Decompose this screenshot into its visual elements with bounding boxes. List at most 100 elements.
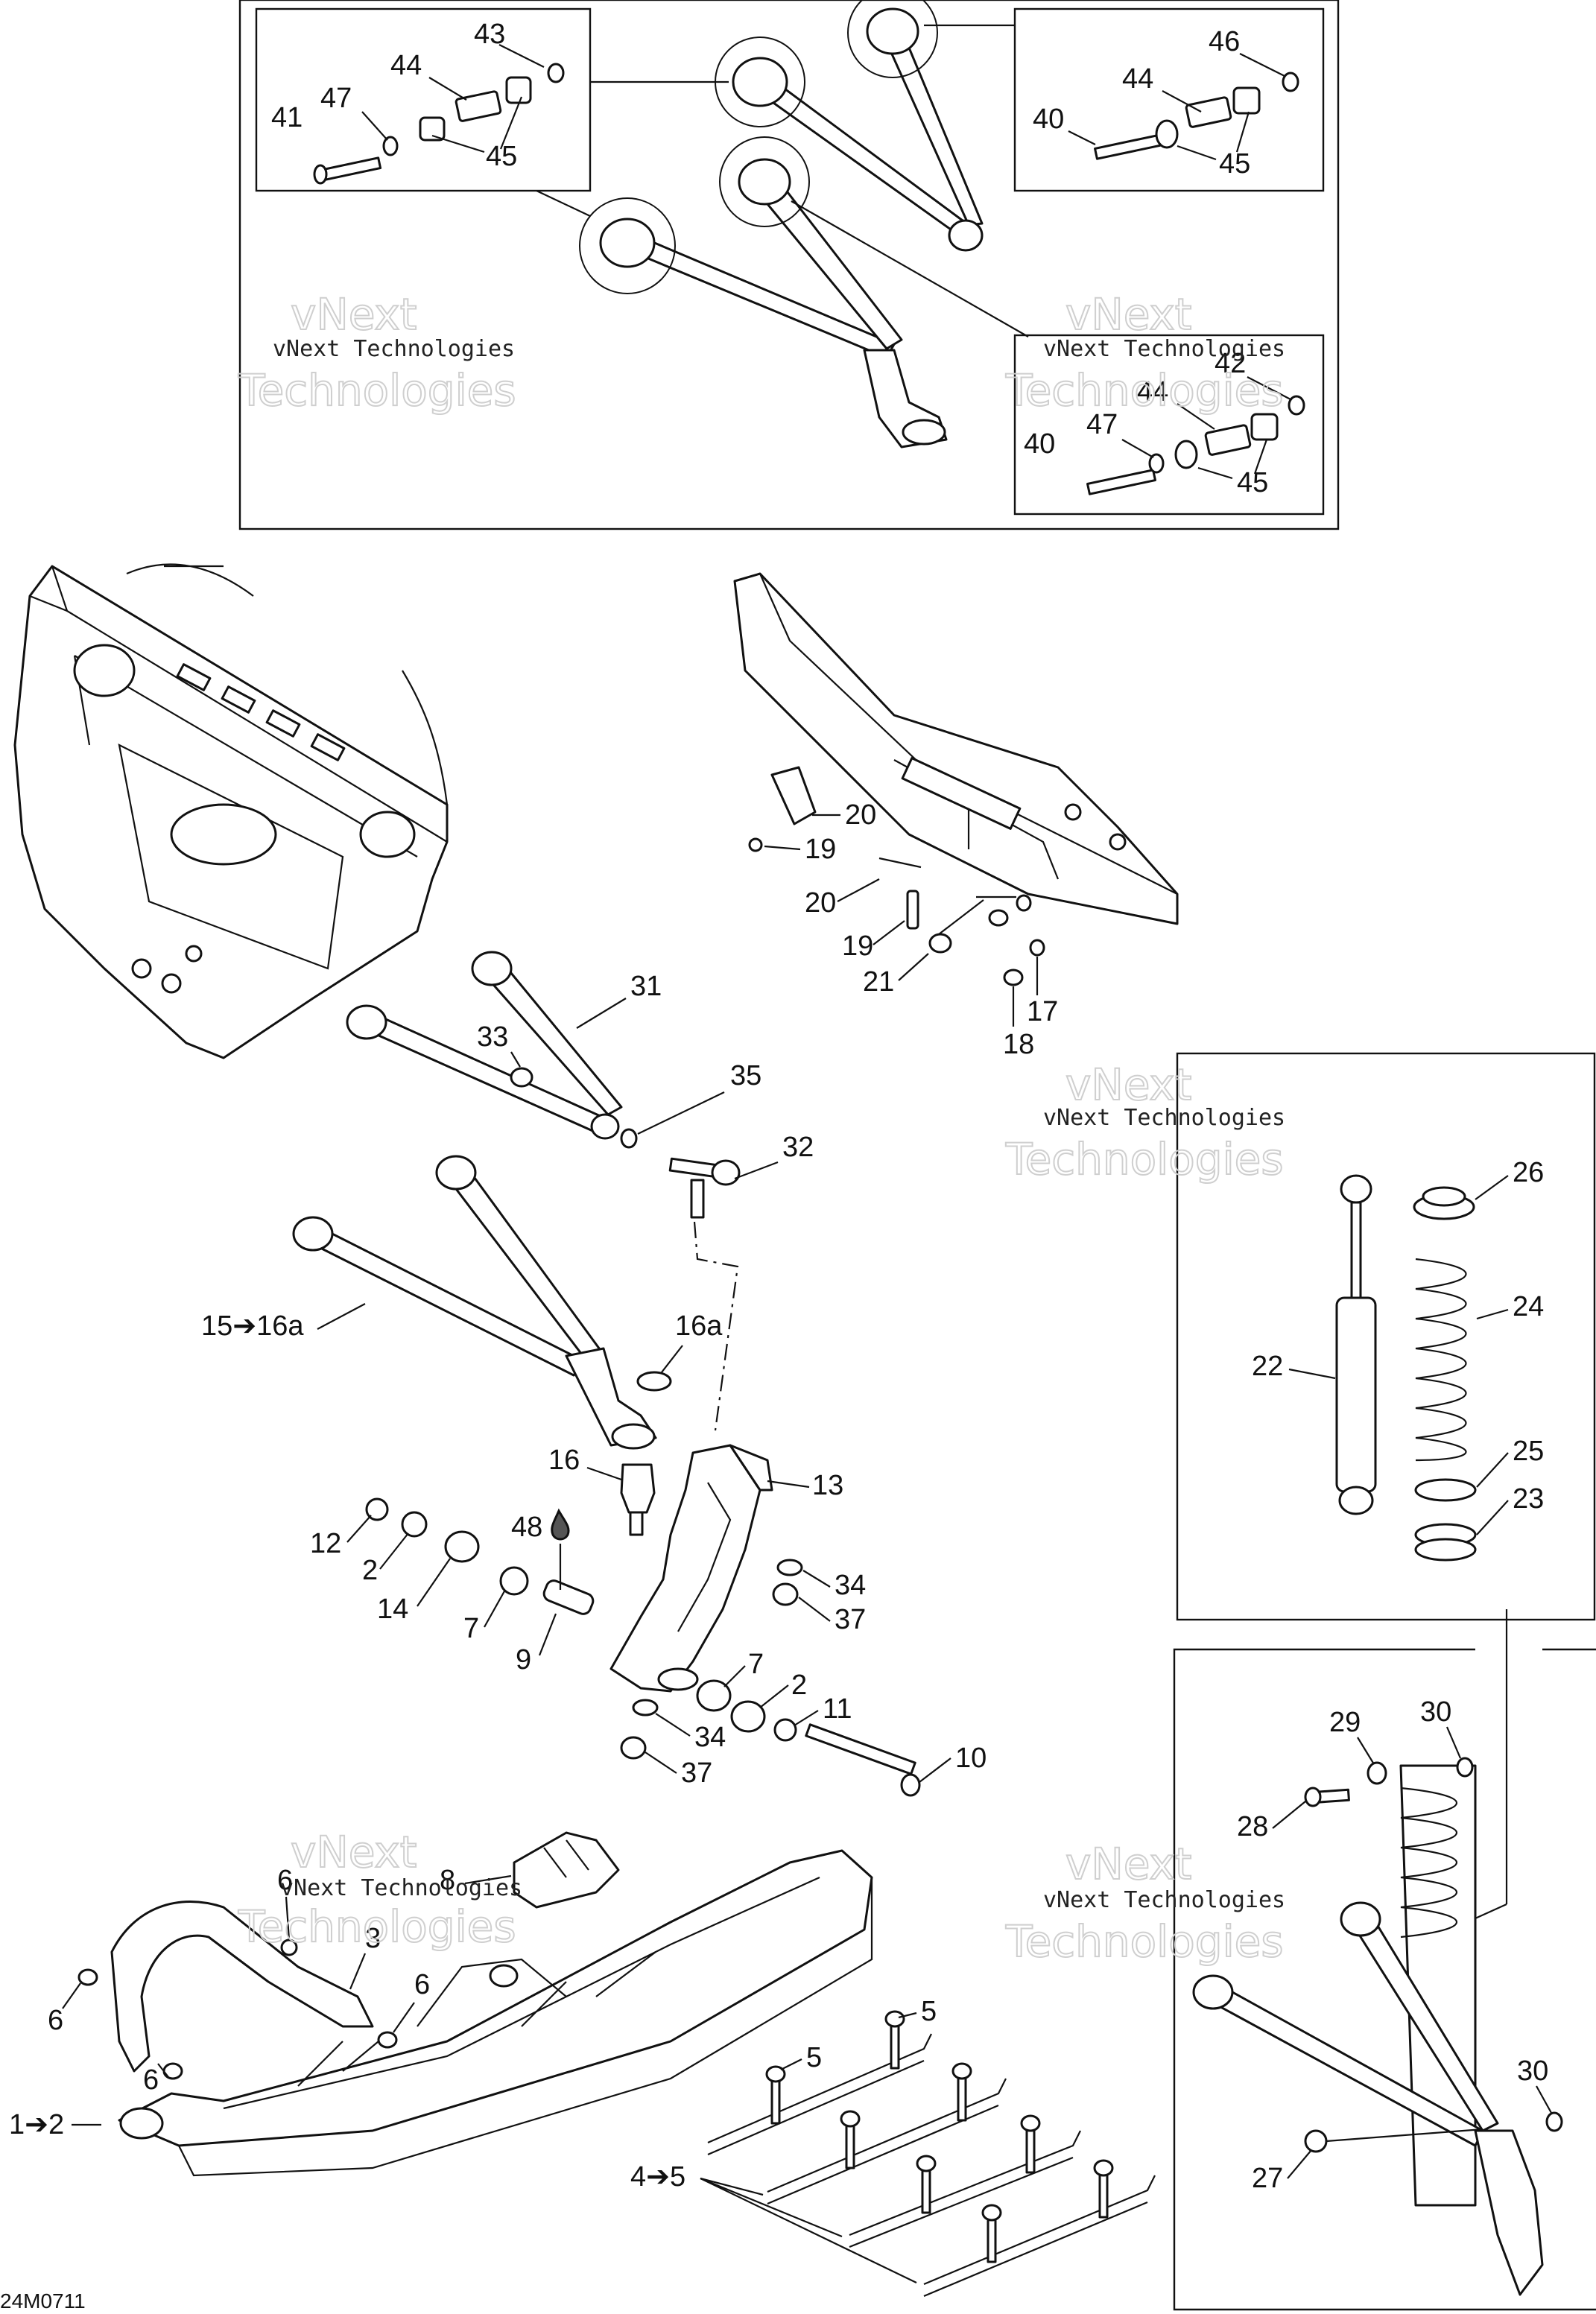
upper-a-arm-31 bbox=[346, 951, 623, 1140]
callout-44a: 44 bbox=[390, 50, 422, 81]
svg-text:Technologies: Technologies bbox=[238, 365, 516, 416]
callout-29: 29 bbox=[1329, 1707, 1361, 1738]
sleeve-44c bbox=[1204, 424, 1252, 456]
runner-5c bbox=[849, 2114, 1081, 2248]
nut-30a bbox=[1456, 1757, 1474, 1778]
callout-10: 10 bbox=[955, 1743, 987, 1774]
callout-34a: 34 bbox=[835, 1570, 866, 1601]
svg-text:Technologies: Technologies bbox=[1005, 1916, 1284, 1967]
bushing-14 bbox=[444, 1530, 480, 1563]
callout-16a: 16a bbox=[675, 1310, 723, 1342]
svg-text:vNext Technologies: vNext Technologies bbox=[1043, 1887, 1285, 1913]
nut-37a bbox=[772, 1582, 799, 1606]
bolt-28 bbox=[1304, 1787, 1350, 1807]
runner-5a bbox=[707, 2010, 932, 2156]
callout-6d: 6 bbox=[143, 2064, 159, 2096]
callout-47b: 47 bbox=[1086, 409, 1118, 440]
callout-16: 16 bbox=[548, 1445, 580, 1476]
spring-seat-26 bbox=[1413, 1186, 1475, 1220]
callout-27: 27 bbox=[1252, 2163, 1283, 2194]
callout-46: 46 bbox=[1209, 26, 1240, 57]
bushing-7a bbox=[499, 1566, 529, 1596]
front-frame-bracket bbox=[733, 572, 1179, 925]
washer-34a bbox=[776, 1559, 803, 1576]
washer-17 bbox=[1029, 939, 1045, 957]
callout-44c: 44 bbox=[1137, 376, 1168, 408]
shock-absorber-22 bbox=[1335, 1174, 1377, 1515]
callout-22: 22 bbox=[1252, 1351, 1283, 1382]
nut-33 bbox=[510, 1067, 533, 1088]
callout-7a: 7 bbox=[463, 1613, 479, 1644]
svg-text:vNext: vNext bbox=[1065, 1059, 1191, 1110]
svg-text:vNext Technologies: vNext Technologies bbox=[1043, 336, 1285, 362]
callout-42: 42 bbox=[1215, 348, 1246, 379]
bolt-27 bbox=[1304, 2129, 1328, 2153]
svg-text:Technologies: Technologies bbox=[1005, 1134, 1284, 1185]
bushing-45d bbox=[1250, 413, 1279, 441]
nut-21 bbox=[928, 933, 952, 954]
svg-text:vNext: vNext bbox=[1065, 289, 1191, 340]
washer-11 bbox=[773, 1718, 797, 1742]
washer-47a bbox=[382, 136, 399, 156]
installed-a-arm bbox=[1192, 1901, 1544, 2296]
callout-41: 41 bbox=[271, 102, 303, 133]
washer-a bbox=[1155, 119, 1179, 149]
installed-view-panel: 29 30 28 30 27 vNext Technologies vNext … bbox=[1004, 1609, 1596, 2311]
wear-pad-8 bbox=[513, 1831, 620, 1909]
lower-a-arm-detail bbox=[579, 136, 948, 448]
callout-48: 48 bbox=[511, 1512, 542, 1543]
bolt-40b bbox=[1086, 469, 1156, 495]
washer-47b bbox=[1148, 453, 1165, 474]
nut-42 bbox=[1288, 395, 1305, 416]
callout-1: 1➔2 bbox=[9, 2109, 64, 2140]
callout-34b: 34 bbox=[694, 1722, 726, 1753]
svg-text:vNext Technologies: vNext Technologies bbox=[280, 1875, 522, 1901]
callout-20b: 20 bbox=[805, 887, 836, 919]
callout-28: 28 bbox=[1237, 1811, 1268, 1842]
bushing-7b bbox=[696, 1679, 732, 1712]
callout-47a: 47 bbox=[320, 83, 352, 114]
nut-12 bbox=[365, 1497, 389, 1521]
callout-20a: 20 bbox=[845, 799, 876, 831]
spring-24 bbox=[1415, 1258, 1467, 1462]
callout-7b: 7 bbox=[748, 1649, 764, 1680]
retaining-ring-16a bbox=[636, 1371, 672, 1392]
svg-text:Technologies: Technologies bbox=[1005, 365, 1284, 416]
bushing-45b bbox=[505, 76, 532, 104]
callout-30a: 30 bbox=[1420, 1696, 1451, 1728]
screw-6a bbox=[77, 1968, 98, 1986]
bolt-10 bbox=[805, 1723, 921, 1797]
plate-20a bbox=[770, 766, 817, 825]
callout-2b: 2 bbox=[791, 1670, 807, 1701]
callout-45c: 45 bbox=[1237, 467, 1268, 498]
callout-4: 4➔5 bbox=[630, 2161, 685, 2193]
callout-2a: 2 bbox=[362, 1555, 378, 1586]
washer-34b bbox=[632, 1699, 659, 1717]
ball-joint-16 bbox=[620, 1463, 656, 1536]
nut-43 bbox=[547, 63, 565, 83]
svg-text:Technologies: Technologies bbox=[238, 1901, 516, 1952]
callout-40b: 40 bbox=[1024, 428, 1055, 460]
bolt-40a bbox=[1094, 133, 1164, 160]
bushing-45c bbox=[1232, 86, 1261, 115]
callout-23: 23 bbox=[1513, 1483, 1544, 1515]
callout-5b: 5 bbox=[806, 2042, 822, 2073]
runner-5d bbox=[923, 2159, 1156, 2298]
ball-joint-32 bbox=[668, 1157, 741, 1219]
ring-25 bbox=[1414, 1478, 1477, 1502]
bushing-45a bbox=[419, 116, 446, 142]
washer-35 bbox=[620, 1128, 638, 1149]
nut-30b bbox=[1545, 2111, 1563, 2132]
washer-2a bbox=[401, 1511, 428, 1538]
oil-drop-icon bbox=[551, 1508, 570, 1541]
callout-19a: 19 bbox=[805, 834, 836, 865]
shock-absorber-panel: 26 24 22 25 23 vNext Technologies vNext … bbox=[1004, 1052, 1596, 1621]
callout-25: 25 bbox=[1513, 1436, 1544, 1467]
callout-30b: 30 bbox=[1517, 2055, 1548, 2087]
svg-text:vNext Technologies: vNext Technologies bbox=[1043, 1105, 1285, 1131]
callout-13: 13 bbox=[812, 1470, 843, 1501]
callout-33: 33 bbox=[477, 1021, 508, 1053]
callout-37a: 37 bbox=[835, 1604, 866, 1635]
nut-37b bbox=[620, 1736, 647, 1760]
callout-9: 9 bbox=[516, 1644, 531, 1676]
